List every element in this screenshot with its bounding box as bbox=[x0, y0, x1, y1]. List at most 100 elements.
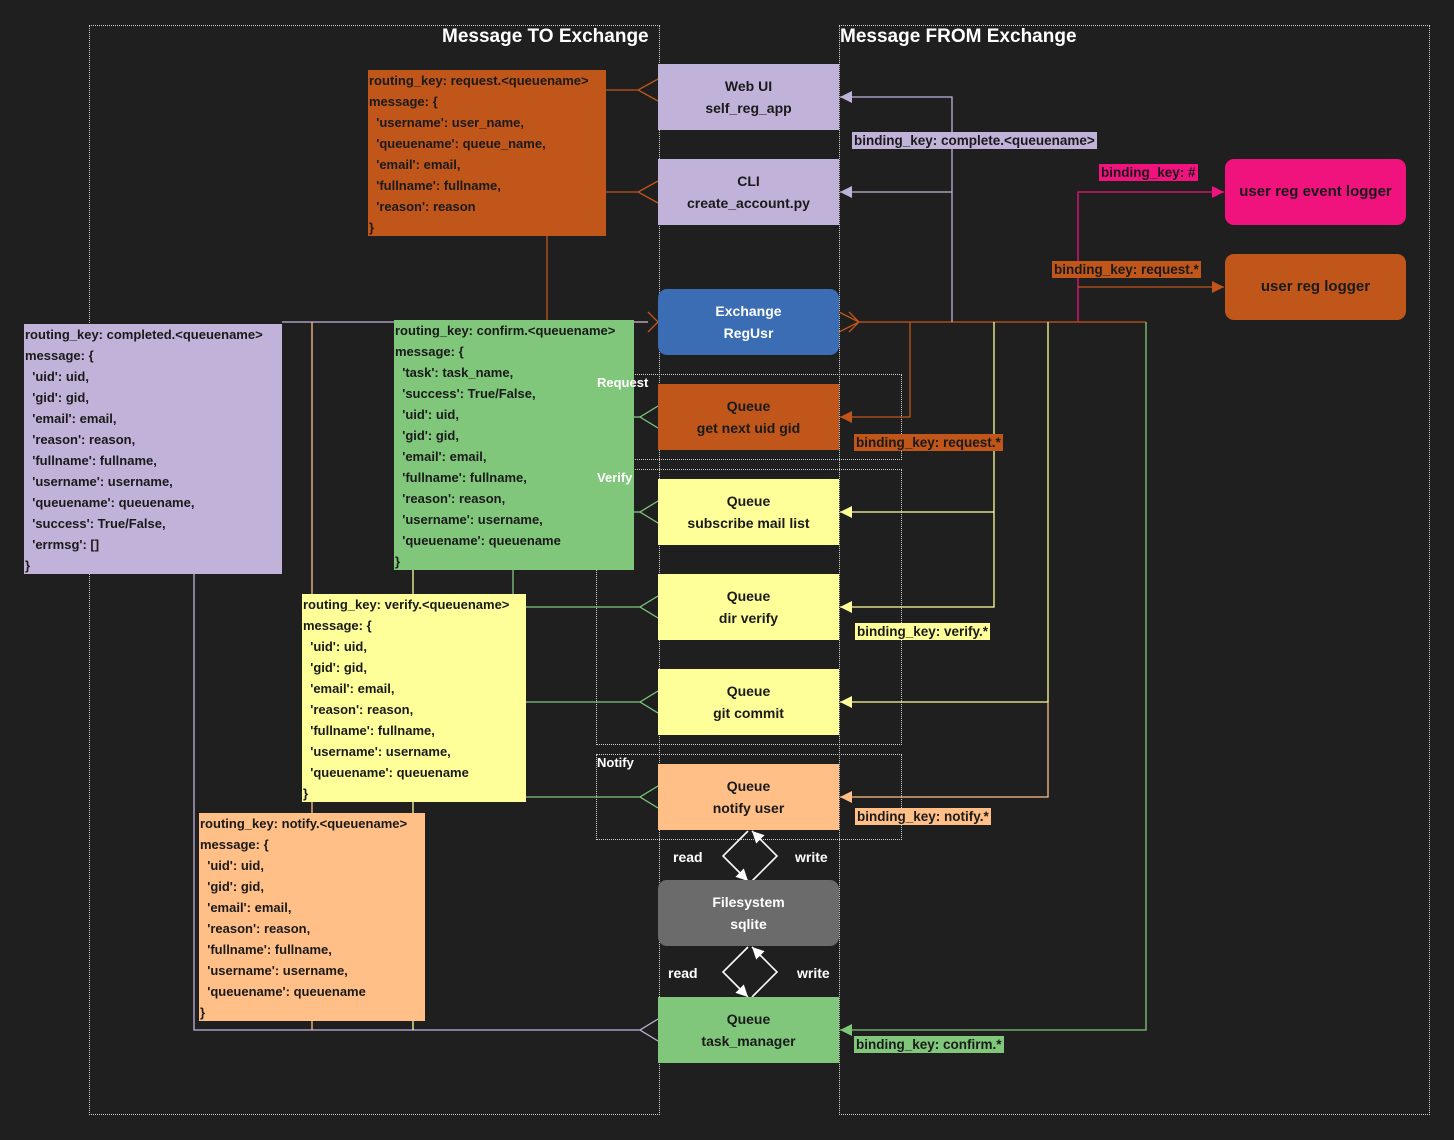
message-line: 'queuename': queuename, bbox=[25, 495, 195, 510]
node-label-line: Filesystem bbox=[712, 894, 785, 910]
cli-node[interactable]: CLI create_account.py bbox=[658, 159, 839, 225]
message-line: routing_key: completed.<queuename> bbox=[25, 327, 263, 342]
message-line: 'queuename': queuename bbox=[303, 765, 469, 780]
from-exchange-title: Message FROM Exchange bbox=[840, 26, 1077, 47]
message-line: message: { bbox=[369, 94, 438, 109]
message-line: routing_key: request.<queuename> bbox=[369, 73, 589, 88]
message-line: 'gid': gid, bbox=[395, 428, 459, 443]
binding-key-request-logger: binding_key: request.* bbox=[1052, 261, 1201, 278]
message-line: 'email': email, bbox=[303, 681, 395, 696]
message-line: 'email': email, bbox=[369, 157, 461, 172]
user-reg-logger-node[interactable]: user reg logger bbox=[1225, 254, 1406, 320]
queue-task-manager-node[interactable]: Queue task_manager bbox=[658, 997, 839, 1063]
binding-key-complete: binding_key: complete.<queuename> bbox=[852, 132, 1097, 149]
message-line: 'queuename': queuename bbox=[200, 984, 366, 999]
node-label-line: Queue bbox=[726, 398, 771, 414]
request-message-box: routing_key: request.<queuename> message:… bbox=[368, 70, 606, 236]
message-line: routing_key: notify.<queuename> bbox=[200, 816, 408, 831]
queue-uid-gid-node[interactable]: Queue get next uid gid bbox=[658, 384, 839, 450]
from-exchange-frame bbox=[839, 25, 1430, 1115]
binding-key-verify: binding_key: verify.* bbox=[855, 623, 991, 640]
write-label-top: write bbox=[795, 849, 828, 865]
message-line: 'email': email, bbox=[200, 900, 292, 915]
binding-key-notify: binding_key: notify.* bbox=[855, 808, 991, 825]
message-line: 'username': user_name, bbox=[369, 115, 525, 130]
message-line: 'fullname': fullname, bbox=[395, 470, 527, 485]
message-line: 'task': task_name, bbox=[395, 365, 514, 380]
verify-group-label: Verify bbox=[597, 470, 633, 485]
node-label-line: CLI bbox=[737, 173, 760, 189]
filesystem-node[interactable]: Filesystem sqlite bbox=[658, 880, 839, 946]
message-line: 'username': username, bbox=[395, 512, 543, 527]
message-line: message: { bbox=[303, 618, 372, 633]
read-label-bottom: read bbox=[668, 965, 698, 981]
node-label-line: RegUsr bbox=[723, 325, 774, 341]
message-line: 'username': username, bbox=[200, 963, 348, 978]
node-label-line: subscribe mail list bbox=[687, 515, 810, 531]
message-line: routing_key: verify.<queuename> bbox=[303, 597, 510, 612]
message-line: } bbox=[395, 554, 401, 569]
node-label-line: task_manager bbox=[701, 1033, 796, 1049]
node-label-line: Queue bbox=[726, 683, 771, 699]
message-line: 'uid': uid, bbox=[303, 639, 367, 654]
node-label-line: user reg event logger bbox=[1239, 183, 1392, 200]
message-line: } bbox=[25, 558, 31, 573]
message-line: 'gid': gid, bbox=[200, 879, 264, 894]
web-ui-node[interactable]: Web UI self_reg_app bbox=[658, 64, 839, 130]
message-line: 'fullname': fullname, bbox=[303, 723, 435, 738]
request-group-label: Request bbox=[597, 375, 649, 390]
node-label-line: Exchange bbox=[715, 303, 782, 319]
node-label-line: create_account.py bbox=[687, 195, 810, 211]
message-line: 'email': email, bbox=[25, 411, 117, 426]
node-label-line: Web UI bbox=[724, 78, 773, 94]
node-label-line: Queue bbox=[726, 778, 771, 794]
completed-message-box: routing_key: completed.<queuename> messag… bbox=[24, 324, 282, 574]
binding-key-hash: binding_key: # bbox=[1099, 164, 1198, 181]
message-line: 'reason': reason, bbox=[395, 491, 506, 506]
verify-message-box: routing_key: verify.<queuename> message: … bbox=[302, 594, 526, 802]
message-line: } bbox=[369, 220, 375, 235]
message-line: 'fullname': fullname, bbox=[200, 942, 332, 957]
message-line: } bbox=[200, 1005, 206, 1020]
message-line: 'username': username, bbox=[303, 744, 451, 759]
read-label-top: read bbox=[673, 849, 703, 865]
to-exchange-title: Message TO Exchange bbox=[442, 26, 649, 47]
message-line: message: { bbox=[395, 344, 464, 359]
message-line: 'reason': reason, bbox=[25, 432, 136, 447]
node-label-line: get next uid gid bbox=[696, 420, 801, 436]
notify-message-box: routing_key: notify.<queuename> message: … bbox=[199, 813, 425, 1021]
message-line: 'errmsg': [] bbox=[25, 537, 100, 552]
message-line: 'queuename': queue_name, bbox=[369, 136, 546, 151]
notify-group-label: Notify bbox=[597, 755, 634, 770]
message-line: 'uid': uid, bbox=[25, 369, 89, 384]
binding-key-confirm: binding_key: confirm.* bbox=[854, 1036, 1004, 1053]
node-label-line: Queue bbox=[726, 493, 771, 509]
message-line: 'uid': uid, bbox=[200, 858, 264, 873]
message-line: 'reason': reason, bbox=[303, 702, 414, 717]
message-line: 'success': True/False, bbox=[395, 386, 536, 401]
message-line: 'gid': gid, bbox=[25, 390, 89, 405]
node-label-line: self_reg_app bbox=[705, 100, 792, 116]
queue-dir-verify-node[interactable]: Queue dir verify bbox=[658, 574, 839, 640]
message-line: } bbox=[303, 786, 309, 801]
message-line: 'fullname': fullname, bbox=[25, 453, 157, 468]
node-label-line: git commit bbox=[713, 705, 784, 721]
message-line: message: { bbox=[200, 837, 269, 852]
message-line: message: { bbox=[25, 348, 94, 363]
message-line: 'queuename': queuename bbox=[395, 533, 561, 548]
queue-git-commit-node[interactable]: Queue git commit bbox=[658, 669, 839, 735]
message-line: 'reason': reason bbox=[369, 199, 476, 214]
node-label-line: Queue bbox=[726, 588, 771, 604]
queue-mail-list-node[interactable]: Queue subscribe mail list bbox=[658, 479, 839, 545]
binding-key-request-queue: binding_key: request.* bbox=[854, 434, 1003, 451]
node-label-line: Queue bbox=[726, 1011, 771, 1027]
message-line: 'fullname': fullname, bbox=[369, 178, 501, 193]
message-line: 'gid': gid, bbox=[303, 660, 367, 675]
message-line: routing_key: confirm.<queuename> bbox=[395, 323, 616, 338]
node-label-line: dir verify bbox=[718, 610, 779, 626]
message-line: 'email': email, bbox=[395, 449, 487, 464]
user-reg-event-logger-node[interactable]: user reg event logger bbox=[1225, 159, 1406, 225]
node-label-line: sqlite bbox=[730, 916, 767, 932]
